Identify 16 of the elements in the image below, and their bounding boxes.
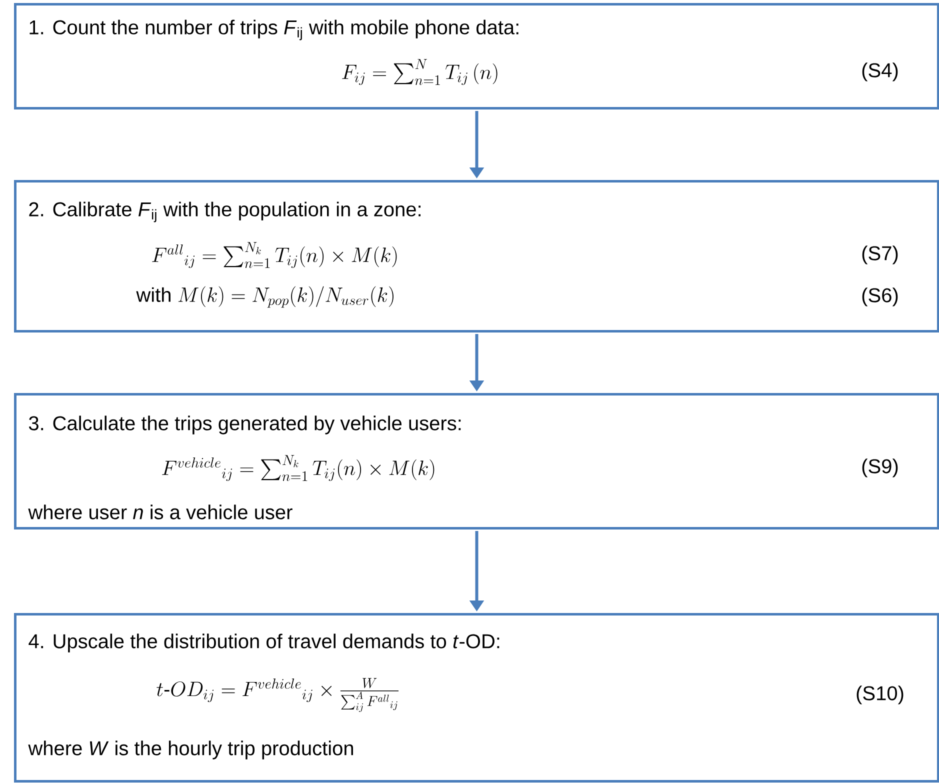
equation: $\text{with } M(k) = N_{pop}(k)/N_{user}(k)$	[136, 286, 394, 308]
note-text: where W is the hourly trip production	[28, 740, 354, 760]
equation: $F_{ij} = \sum_{n=1}^{N} T_{ij}\,(n)$	[342, 59, 498, 85]
step-heading: 2. Calibrate F$_{ij}$ with the population in a zone:	[29, 202, 420, 222]
equation: $t\text{-}OD_{ij} = {F^{vehicle}}_{ij} \times \frac{W}{\sum_{ij}^{A} {F^{all}}_{ij}}$	[156, 678, 399, 712]
note-text: where user n is a vehicle user	[28, 504, 292, 520]
equation: ${F^{all}}_{ij} = \sum_{n=1}^{N_k} T_{ij}(n) \times M(k)$	[152, 242, 397, 268]
step-heading: 3. Calculate the trips generated by vehicle users:	[28, 416, 461, 434]
equation-number: (S4)	[862, 62, 898, 82]
step-heading: 4. Upscale the distribution of travel demands to t-OD:	[28, 634, 500, 652]
equation-number: (S10)	[856, 686, 904, 704]
step-heading: 1. Count the number of trips F$_{ij}$ with mobile phone data:	[30, 20, 518, 40]
equation: ${F^{vehicle}}_{ij} = \sum_{n=1}^{N_k} T_{ij}(n) \times M(k)$	[162, 455, 434, 481]
equation-number: (S7)	[862, 246, 898, 264]
equation-number: (S9)	[862, 458, 898, 478]
equation-number: (S6)	[862, 288, 898, 306]
